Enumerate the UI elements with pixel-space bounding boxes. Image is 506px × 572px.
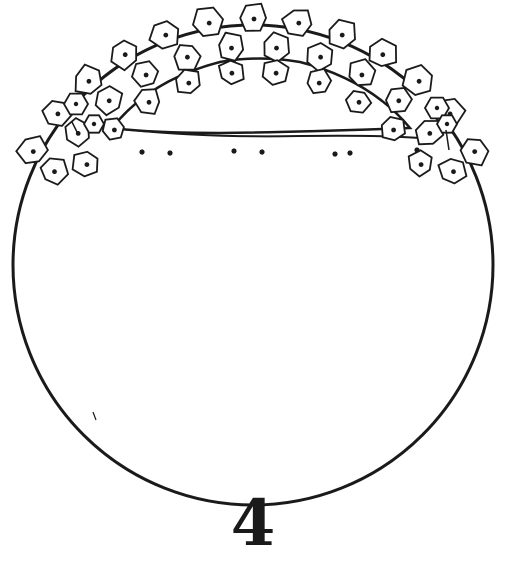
cell-nucleus [445, 122, 449, 126]
cell-nucleus [435, 106, 439, 110]
cell-nucleus [207, 21, 212, 26]
cell-nucleus [87, 79, 92, 84]
cell-nucleus [230, 71, 235, 76]
cell-nucleus [123, 52, 128, 57]
cell-nucleus [92, 122, 96, 126]
cell-nucleus [380, 52, 385, 57]
yolk-nucleus-dot [231, 148, 236, 153]
cell-nucleus [274, 71, 279, 76]
cell-nucleus [74, 102, 78, 106]
yolk-nuclei [139, 147, 419, 156]
cell-nucleus [185, 55, 190, 60]
yolk-nucleus-dot [167, 150, 172, 155]
cell-nucleus [340, 33, 345, 38]
cell-nucleus [56, 112, 61, 117]
cell-nucleus [112, 128, 117, 133]
cell-nucleus [147, 100, 152, 105]
yolk-nucleus-dot [139, 149, 144, 154]
yolk-nucleus-dot [259, 149, 264, 154]
yolk-nucleus-dot [332, 151, 337, 156]
cell-nucleus [85, 162, 90, 167]
cell-nucleus [52, 169, 57, 174]
blastomere-cell [349, 59, 375, 85]
cell-nucleus [274, 46, 279, 51]
cell-nucleus [186, 81, 191, 86]
cell-nucleus [357, 100, 362, 105]
cell-nucleus [427, 131, 432, 136]
edge-mark-lower-left [93, 412, 96, 420]
figure-number-label: 4 [0, 488, 506, 560]
cell-nucleus [229, 46, 234, 51]
cell-nucleus [252, 17, 257, 22]
cell-nucleus [317, 81, 322, 86]
cell-nucleus [296, 21, 301, 26]
cell-nucleus [31, 149, 36, 154]
cell-nucleus [318, 55, 323, 60]
cell-nucleus [419, 162, 424, 167]
yolk-nucleus-dot [414, 147, 419, 152]
yolk-nucleus-dot [347, 150, 352, 155]
cell-nucleus [451, 169, 456, 174]
cell-nucleus [144, 73, 149, 78]
cell-nucleus [360, 73, 365, 78]
cell-nucleus [163, 33, 168, 38]
cell-nucleus [107, 98, 112, 103]
cell-nucleus [391, 128, 396, 133]
cell-nucleus [472, 149, 477, 154]
cell-nucleus [396, 98, 401, 103]
cell-nucleus [417, 79, 422, 84]
